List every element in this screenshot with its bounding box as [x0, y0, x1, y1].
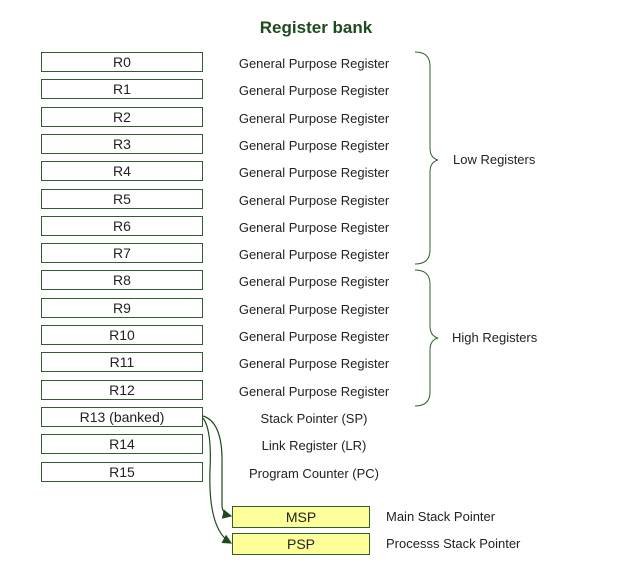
register-box: R0	[41, 52, 203, 72]
register-box: R8	[41, 270, 203, 291]
register-description: General Purpose Register	[238, 383, 390, 399]
register-description: General Purpose Register	[238, 192, 390, 208]
stack-pointer-description: Processs Stack Pointer	[386, 536, 521, 551]
register-description: General Purpose Register	[238, 165, 390, 181]
register-box: R5	[41, 188, 203, 209]
register-box: R4	[41, 161, 203, 182]
low-registers-label: Low Registers	[453, 152, 536, 167]
register-box: R12	[41, 379, 203, 400]
low-registers-brace	[414, 51, 439, 265]
arrow-to-msp	[202, 415, 233, 519]
register-box: R13 (banked)	[41, 406, 203, 427]
register-description: General Purpose Register	[238, 329, 390, 344]
register-description: General Purpose Register	[238, 301, 390, 317]
register-box: R1	[41, 79, 203, 100]
stack-pointer-description: Main Stack Pointer	[386, 509, 496, 524]
register-box: R7	[41, 243, 203, 264]
register-description: General Purpose Register	[238, 219, 390, 235]
register-description: Link Register (LR)	[261, 438, 367, 454]
arrow-to-psp	[202, 417, 233, 544]
register-box: R9	[41, 297, 203, 318]
register-description: General Purpose Register	[238, 56, 390, 71]
register-box: R15	[41, 461, 203, 482]
register-box: R11	[41, 352, 203, 373]
high-registers-label: High Registers	[452, 330, 538, 345]
high-registers-brace	[414, 269, 439, 407]
register-description: General Purpose Register	[238, 274, 390, 290]
register-box: R6	[41, 215, 203, 236]
register-box: R3	[41, 133, 203, 154]
register-description: Program Counter (PC)	[248, 465, 380, 481]
register-box: R2	[41, 106, 203, 127]
stack-pointer-box: PSP	[232, 533, 370, 555]
register-box: R10	[41, 325, 203, 345]
register-description: General Purpose Register	[238, 247, 390, 263]
diagram-title: Register bank	[259, 18, 373, 37]
register-description: General Purpose Register	[238, 356, 390, 372]
register-box: R14	[41, 434, 203, 455]
register-description: General Purpose Register	[238, 83, 390, 99]
stack-pointer-box: MSP	[232, 506, 370, 528]
register-description: General Purpose Register	[238, 110, 390, 126]
register-description: Stack Pointer (SP)	[260, 410, 368, 426]
register-description: General Purpose Register	[238, 137, 390, 153]
